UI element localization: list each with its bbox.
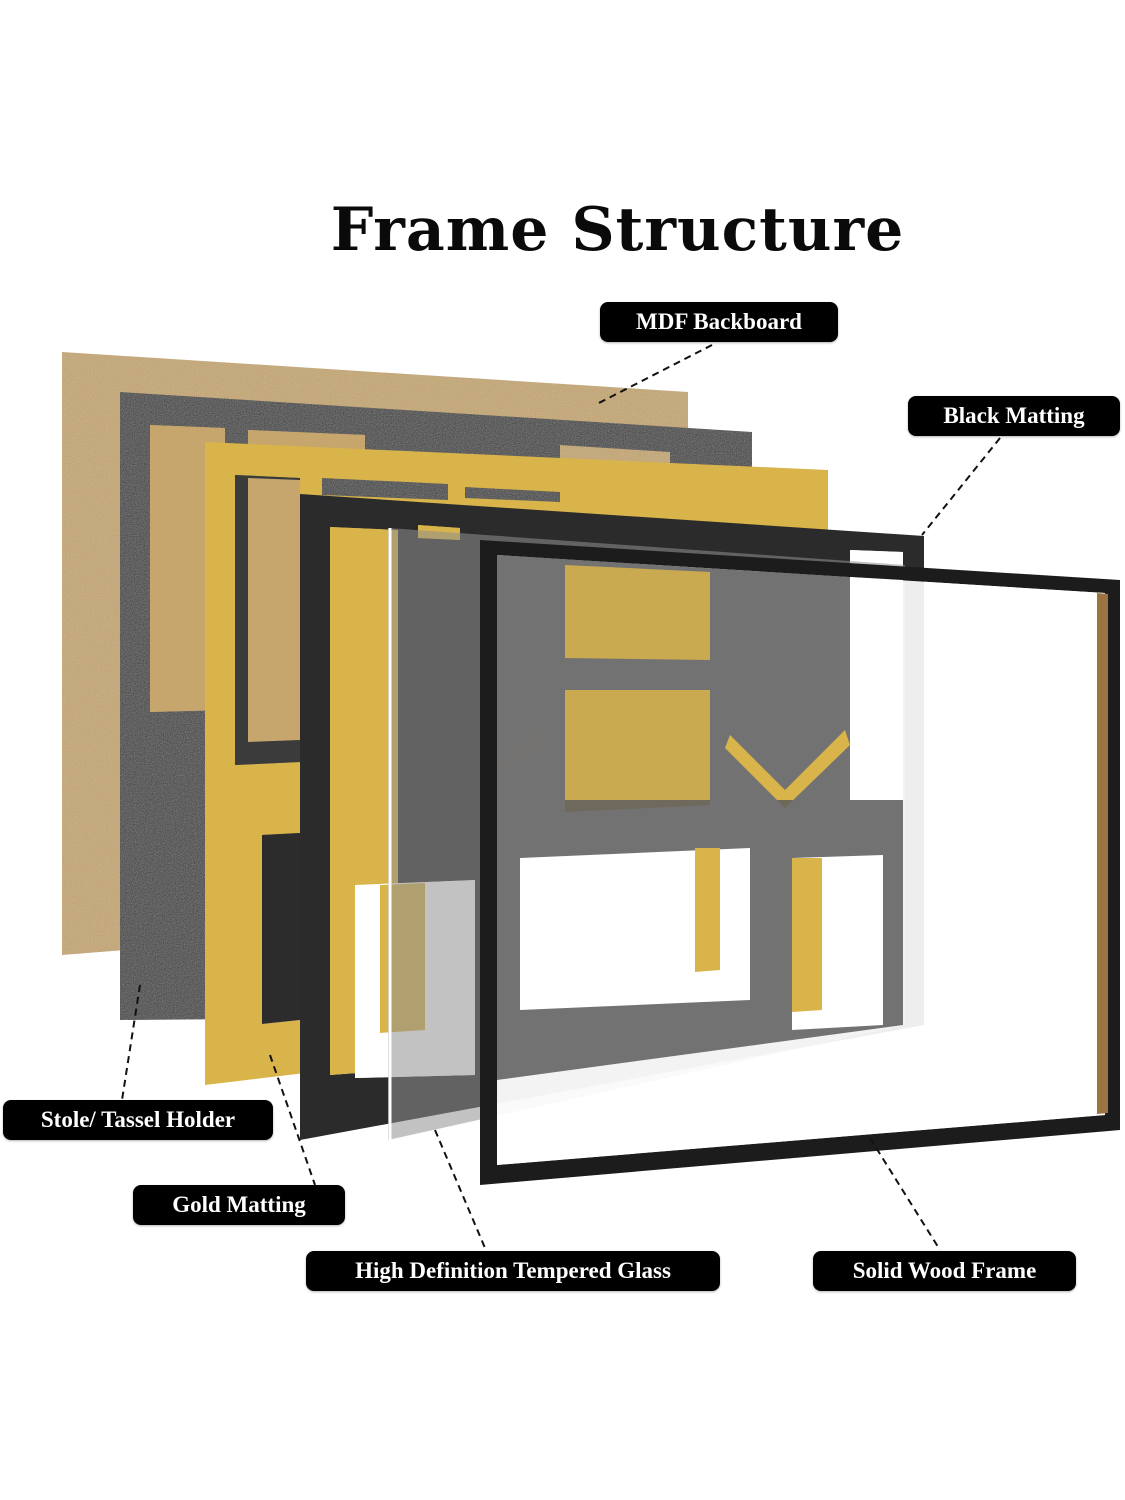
leader-black-matting xyxy=(921,437,1001,536)
label-stole-tassel-holder: Stole/ Tassel Holder xyxy=(3,1100,273,1140)
label-black-matting: Black Matting xyxy=(908,396,1120,436)
leader-frame xyxy=(869,1137,941,1251)
label-solid-wood-frame: Solid Wood Frame xyxy=(813,1251,1076,1291)
label-gold-matting: Gold Matting xyxy=(133,1185,345,1225)
label-tempered-glass: High Definition Tempered Glass xyxy=(306,1251,720,1291)
label-mdf-backboard: MDF Backboard xyxy=(600,302,838,342)
leader-stole xyxy=(121,984,141,1101)
leader-lines xyxy=(121,344,1001,1251)
solid-wood-frame-layer xyxy=(480,540,1120,1185)
leader-glass xyxy=(434,1129,486,1249)
leader-mdf xyxy=(594,344,713,406)
leader-gold xyxy=(269,1054,316,1186)
page-title: Frame Structure xyxy=(330,195,905,265)
